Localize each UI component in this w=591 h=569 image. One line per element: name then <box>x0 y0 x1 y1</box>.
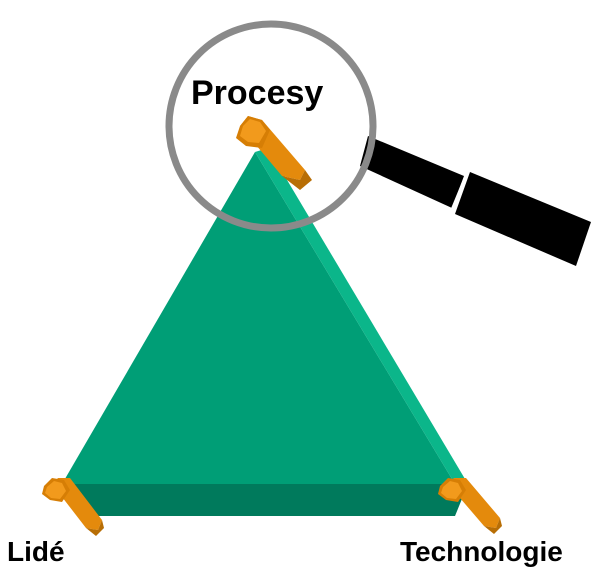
label-lide: Lidé <box>7 536 65 567</box>
magnifier-shaft <box>360 136 464 208</box>
triangle-right-bevel <box>255 148 468 484</box>
triangle-base-band <box>62 484 468 516</box>
label-procesy: Procesy <box>191 74 324 112</box>
magnifying-glass-icon <box>165 20 591 266</box>
triangle <box>62 148 468 516</box>
connector-top <box>236 116 312 190</box>
connector-left <box>42 478 104 536</box>
magnifier-grip <box>455 172 591 266</box>
label-technologie: Technologie <box>400 536 563 567</box>
magnifier-rim <box>165 20 377 232</box>
connector-right <box>438 478 502 534</box>
triangle-face <box>62 152 455 484</box>
